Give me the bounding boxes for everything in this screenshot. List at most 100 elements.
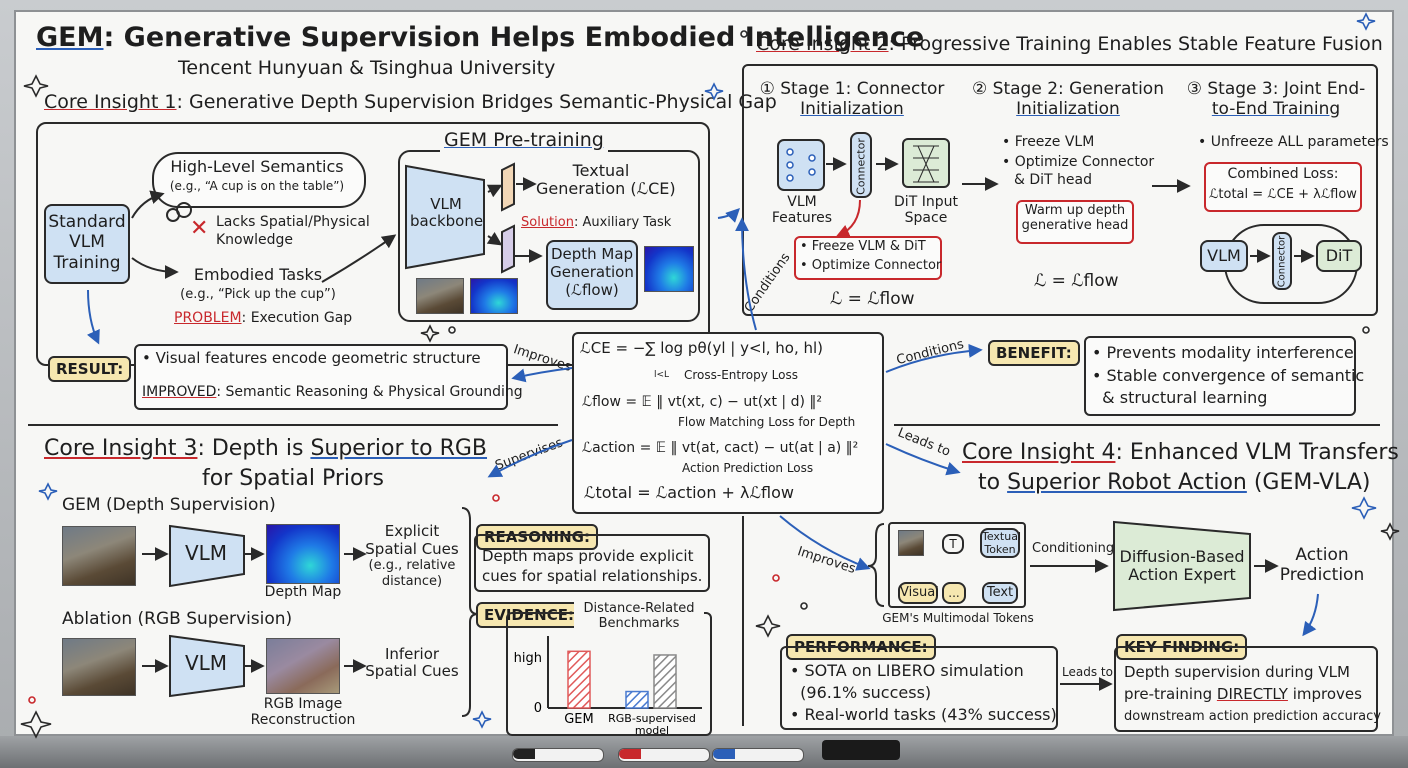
- improved-label: IMPROVED: [142, 384, 217, 400]
- stage2-warm-line2: generative head: [1021, 217, 1129, 233]
- insight4-title-prefix: Core Insight 4: [962, 440, 1116, 465]
- dit-input-line2: Space: [904, 210, 948, 227]
- problem-label: PROBLEM: [174, 310, 242, 326]
- standard-vlm-line2: VLM: [69, 232, 105, 253]
- chart-xtick-label: model: [635, 724, 669, 736]
- result-line1: • Visual features encode geometric struc…: [142, 349, 481, 367]
- action-caption: Action Prediction Loss: [682, 461, 814, 475]
- result-tag: RESULT:: [48, 356, 132, 382]
- improved-line: IMPROVED: Semantic Reasoning & Physical …: [142, 384, 523, 400]
- insight3-title-superior: Superior to RGB: [310, 436, 488, 461]
- scene-photo-small: [416, 278, 464, 314]
- key-line2: pre-training DIRECTLY improves: [1124, 685, 1362, 703]
- stage3-title-line1: ③ Stage 3: Joint End-: [1186, 79, 1366, 99]
- marker-blue: [712, 748, 804, 762]
- token-t: T: [942, 534, 964, 554]
- lacks-line1: Lacks Spatial/Physical: [216, 214, 370, 230]
- depth-gen-line3: (ℒflow): [565, 281, 619, 299]
- action-pred-line2: Prediction: [1279, 564, 1365, 585]
- divider-vertical: [742, 516, 744, 726]
- pretraining-title: GEM Pre-training: [440, 129, 608, 152]
- gem-depth-label: GEM (Depth Supervision): [62, 495, 276, 515]
- chart-ytick-high: high: [514, 651, 542, 666]
- divider-right: [894, 424, 1380, 426]
- page-title: GEM: Generative Supervision Helps Embodi…: [36, 22, 924, 53]
- stage2-bullet3: & DiT head: [1014, 172, 1092, 188]
- insight3-title-rest: : Depth is: [197, 436, 311, 461]
- equations-box: [572, 332, 884, 514]
- stage1-bullets-box: [794, 236, 942, 280]
- ablation-vlm-label: VLM: [184, 651, 228, 675]
- dit-icon: [902, 138, 950, 188]
- improved-text: : Semantic Reasoning & Physical Groundin…: [216, 384, 523, 400]
- semantics-example: (e.g., “A cup is on the table”): [169, 179, 345, 193]
- explicit-line3: (e.g., relative: [368, 558, 456, 573]
- insight1-title: Core Insight 1: Generative Depth Supervi…: [44, 91, 777, 114]
- insight3-title-prefix: Core Insight 3: [44, 436, 198, 461]
- stage1-loss: ℒ = ℒflow: [830, 289, 915, 309]
- key-improves: improves: [1287, 685, 1362, 703]
- divider-left: [28, 424, 558, 426]
- standard-vlm-line3: Training: [53, 252, 121, 273]
- key-directly: DIRECTLY: [1216, 685, 1288, 703]
- flow-caption: Flow Matching Loss for Depth: [678, 415, 856, 429]
- semantics-cloud: [152, 152, 366, 208]
- affiliation: Tencent Hunyuan & Tsinghua University: [178, 57, 556, 79]
- rgb-reconstruction-image: [266, 638, 340, 694]
- flow-equation: ℒflow = 𝔼 ‖ vt(xt, c) − ut(xt | d) ‖²: [582, 394, 822, 410]
- benefit-bullet3: & structural learning: [1092, 388, 1268, 407]
- loop-connector-label: Connector: [1276, 235, 1288, 288]
- depth-map-thumb: [644, 246, 694, 292]
- vlm-features-line2: Features: [771, 210, 833, 227]
- token-image-thumb: [898, 530, 924, 556]
- key-finding-box: [1114, 646, 1378, 732]
- chart-bar: [625, 690, 649, 709]
- insight3-title-line1: Core Insight 3: Depth is Superior to RGB: [44, 436, 487, 461]
- insight4-title-rest: : Enhanced VLM Transfers: [1115, 440, 1399, 465]
- insight1-title-prefix: Core Insight 1: [44, 91, 177, 113]
- cross-icon: ✕: [190, 216, 209, 241]
- chart-bar: [653, 654, 677, 709]
- gem-depth-map: [266, 524, 340, 584]
- ce-caption: Cross-Entropy Loss: [684, 368, 798, 382]
- reasoning-line2: cues for spatial relationships.: [482, 567, 703, 585]
- eraser: [822, 740, 900, 760]
- standard-vlm-box: Standard VLM Training: [44, 204, 130, 284]
- ce-subscript: l<L: [654, 370, 670, 380]
- gem-input-photo: [62, 526, 136, 586]
- loop-connector: Connector: [1272, 232, 1292, 290]
- rgb-rec-line2: Reconstruction: [250, 712, 356, 729]
- insight2-panel: [742, 64, 1378, 316]
- solution-line: Solution: Auxiliary Task: [521, 215, 671, 231]
- depth-map-label: Depth Map: [264, 584, 342, 600]
- reasoning-line1: Depth maps provide explicit: [482, 547, 694, 565]
- stage1-title-line1: ① Stage 1: Connector: [759, 79, 945, 99]
- tokens-box: [888, 522, 1026, 608]
- benefit-box: [1084, 336, 1356, 416]
- evidence-title-line1: Distance-Related: [583, 601, 695, 616]
- cloud-bubble-large: [176, 202, 192, 218]
- embodied-example: (e.g., “Pick up the cup”): [180, 287, 336, 302]
- combined-eq: ℒtotal = ℒCE + λℒflow: [1209, 187, 1357, 202]
- semantics-title: High-Level Semantics: [170, 157, 344, 176]
- insight4-title-post: (GEM-VLA): [1246, 470, 1371, 495]
- combined-loss-box: [1204, 162, 1362, 212]
- diffusion-expert-shape: [1113, 520, 1251, 612]
- vlm-features-line1: VLM: [787, 194, 817, 210]
- standard-vlm-line1: Standard: [48, 212, 126, 232]
- textual-gen-line1: Textual: [572, 161, 630, 180]
- ce-equation: ℒCE = −∑ log pθ(yl | y<l, ho, hl): [580, 339, 824, 357]
- depth-gen-line2: Generation: [550, 263, 634, 281]
- insight1-title-rest: : Generative Depth Supervision Bridges S…: [176, 91, 777, 113]
- insight4-title-pre: to: [978, 470, 1008, 495]
- combined-title: Combined Loss:: [1227, 166, 1339, 182]
- benefit-tag: BENEFIT:: [988, 340, 1080, 366]
- rgb-rec-line1: RGB Image: [263, 696, 343, 712]
